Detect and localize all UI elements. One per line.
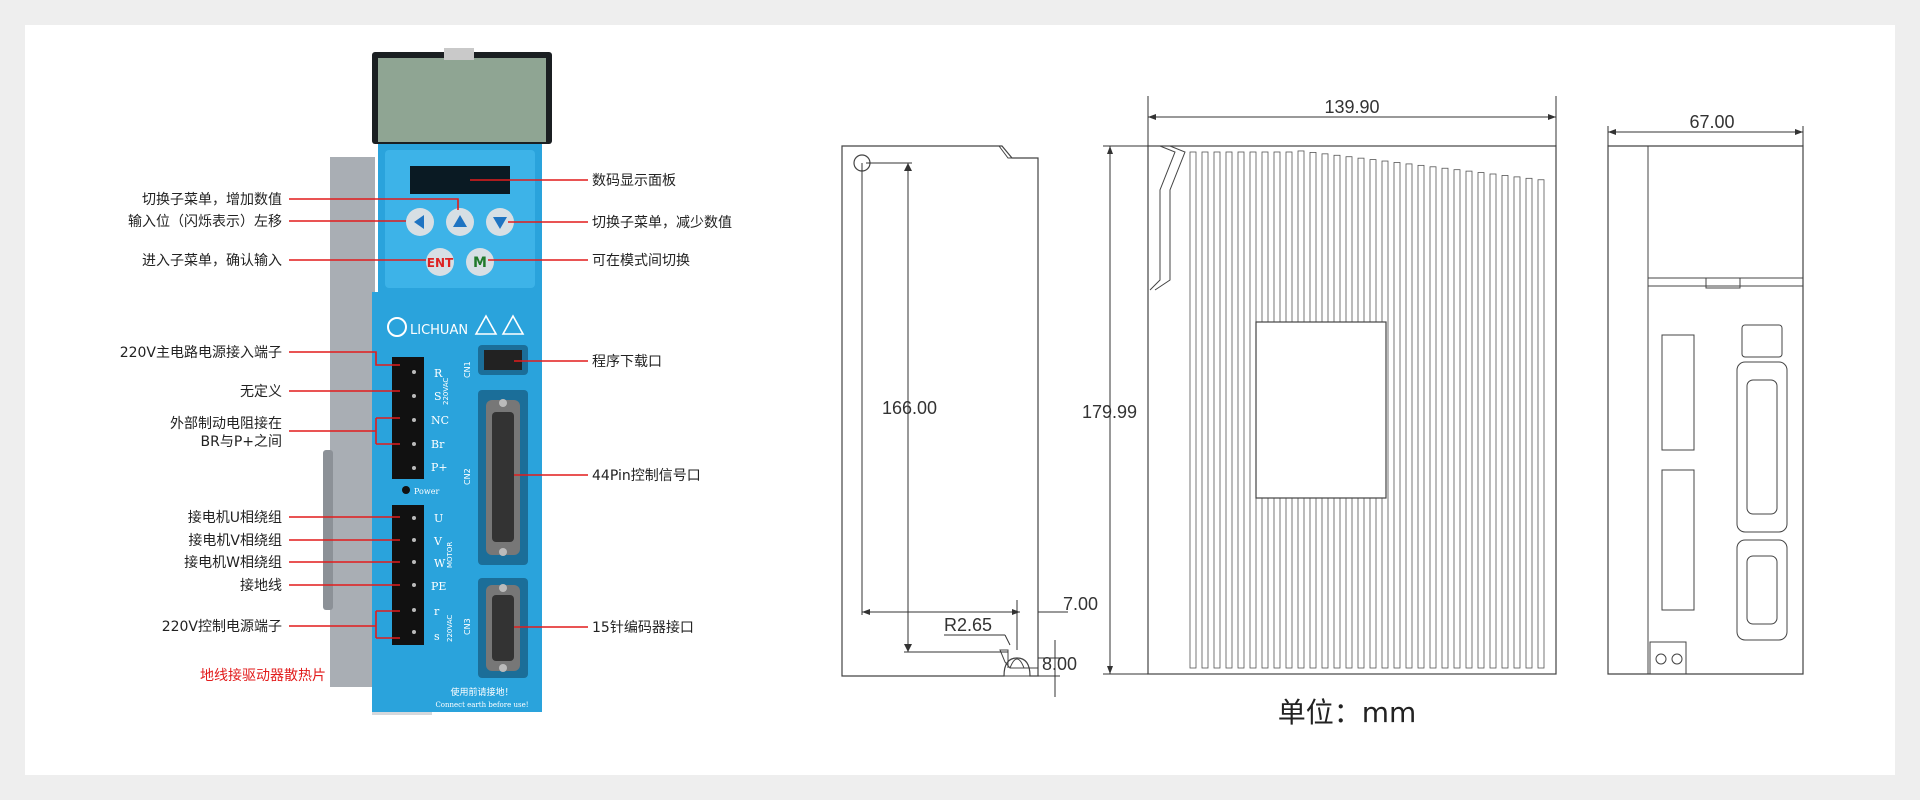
brand-logo: LICHUAN: [410, 323, 468, 338]
drawing-connector-side: 67.00: [1607, 112, 1804, 675]
label-decrease: 切换子菜单，减少数值: [592, 214, 732, 231]
terminal-nc: NC: [431, 414, 449, 427]
power-label: Power: [414, 487, 439, 496]
db44-outline: [1736, 361, 1788, 533]
ent-label: ENT: [427, 256, 454, 270]
voltage-label-lower: 220VAC: [446, 615, 454, 642]
label-enter: 进入子菜单，确认输入: [142, 253, 282, 269]
voltage-label: 220VAC: [442, 378, 450, 405]
power-led: [402, 486, 410, 494]
dim-139: 139.90: [1324, 97, 1379, 117]
terminal-u: U: [434, 512, 443, 525]
label-mode-switch: 可在模式间切换: [592, 252, 690, 269]
cn1-label: CN1: [463, 361, 472, 378]
terminal-r: R: [434, 367, 443, 380]
terminal-v: V: [433, 535, 443, 548]
motor-outline: [1661, 469, 1695, 611]
label-shift-left: 输入位（闪烁表示）左移: [128, 214, 282, 230]
white-panel: [25, 25, 1895, 775]
motor-label: MOTOR: [446, 542, 454, 568]
warning-cn: 使用前请接地！: [450, 686, 513, 698]
terminal-r-lower: r: [434, 605, 440, 618]
cn1-outline: [1661, 334, 1695, 451]
label-motor-v: 接电机V相绕组: [188, 532, 282, 549]
label-44pin: 44Pin控制信号口: [592, 468, 701, 484]
terminal-br: Br: [431, 438, 445, 451]
db15-outline: [1736, 539, 1788, 641]
warning-en: Connect earth before use!: [435, 701, 528, 709]
label-motor-w: 接电机W相绕组: [184, 554, 282, 571]
mode-label: M: [473, 255, 487, 271]
label-brake-resistor-2: BR与P+之间: [200, 434, 282, 450]
label-undefined: 无定义: [240, 384, 282, 400]
servo-drive-photo: ENT M LICHUAN R S NC Br P+ 220VAC CN1 Po…: [323, 48, 552, 715]
dim-179: 179.99: [1082, 402, 1137, 422]
label-main-power: 220V主电路电源接入端子: [120, 344, 282, 361]
cn2-label: CN2: [463, 468, 472, 485]
cn3-label: CN3: [463, 618, 472, 635]
dim-67: 67.00: [1689, 112, 1734, 132]
ent-button[interactable]: [426, 248, 454, 276]
label-download-port: 程序下载口: [592, 354, 662, 370]
drawing-front-view: 139.90 179.99: [1082, 96, 1557, 675]
drawing-side-plate: 166.00 R2.65 7.00 8.00: [841, 145, 1098, 697]
unit-label: 单位：mm: [1278, 696, 1417, 729]
mode-button[interactable]: [466, 248, 494, 276]
label-brake-resistor: 外部制动电阻接在: [170, 415, 282, 432]
warning-icon: [501, 314, 525, 335]
right-callouts: 数码显示面板 切换子菜单，减少数值 可在模式间切换 程序下载口 44Pin控制信…: [470, 173, 732, 636]
label-encoder: 15针编码器接口: [592, 619, 694, 636]
label-plate: [1255, 321, 1387, 499]
label-ground: 接地线: [240, 577, 282, 594]
left-callouts: 切换子菜单，增加数值 输入位（闪烁表示）左移 进入子菜单，确认输入 220V主电…: [120, 191, 459, 684]
label-display-panel: 数码显示面板: [592, 173, 676, 189]
terminal-w: W: [434, 557, 446, 570]
motor-terminal[interactable]: [392, 505, 424, 645]
label-increase: 切换子菜单，增加数值: [142, 191, 282, 208]
terminal-p-plus: P+: [431, 461, 448, 474]
warning-icon: [474, 314, 498, 335]
label-motor-u: 接电机U相绕组: [188, 509, 282, 526]
dim-700: 7.00: [1063, 594, 1098, 614]
dim-r265: R2.65: [944, 615, 992, 635]
heatsink-note: 地线接驱动器散热片: [200, 667, 326, 684]
dim-166: 166.00: [882, 398, 937, 418]
dim-800: 8.00: [1042, 654, 1077, 674]
terminal-s-lower: s: [434, 630, 440, 643]
terminal-pe: PE: [431, 580, 446, 593]
heatsink: [330, 157, 375, 687]
usb-port[interactable]: [484, 350, 522, 370]
label-control-power: 220V控制电源端子: [162, 619, 282, 635]
terminal-s: S: [434, 390, 442, 403]
